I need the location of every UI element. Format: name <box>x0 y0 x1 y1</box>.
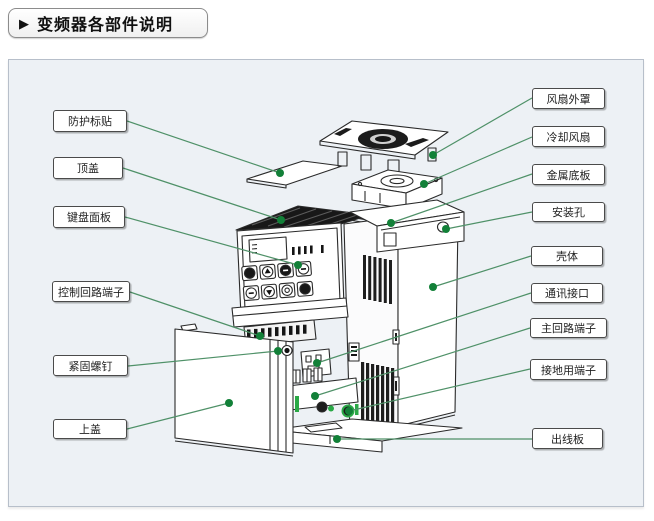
section-title: ▶ 变频器各部件说明 <box>8 8 208 38</box>
label-cooling-fan: 冷却风扇 <box>532 126 605 147</box>
label-metal-base-plate: 金属底板 <box>532 164 605 185</box>
label-outlet-plate: 出线板 <box>532 428 603 449</box>
label-grounding-terminal: 接地用端子 <box>530 359 607 380</box>
section-title-text: 变频器各部件说明 <box>37 17 174 34</box>
label-fastening-screw: 紧固螺钉 <box>53 355 128 376</box>
label-fan-cover: 风扇外罩 <box>532 88 605 109</box>
label-communication-port: 通讯接口 <box>531 283 603 303</box>
label-main-terminals: 主回路端子 <box>530 318 607 338</box>
label-upper-cover: 上盖 <box>53 419 127 439</box>
label-control-terminals: 控制回路端子 <box>52 281 130 302</box>
label-enclosure: 壳体 <box>531 246 603 266</box>
label-keypad-panel: 键盘面板 <box>53 206 125 228</box>
label-mounting-hole: 安装孔 <box>532 202 605 222</box>
label-protective-sticker: 防护标贴 <box>53 110 127 132</box>
play-triangle-icon: ▶ <box>19 15 29 31</box>
label-top-cover: 顶盖 <box>53 157 123 179</box>
